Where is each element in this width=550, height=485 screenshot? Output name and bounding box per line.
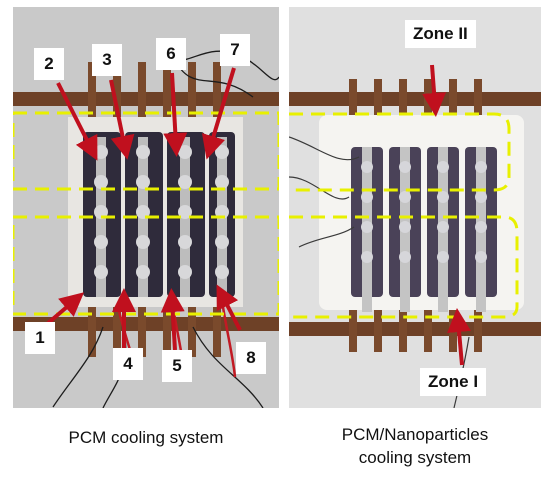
nano-photo-drawing xyxy=(289,7,541,408)
label-2: 2 xyxy=(34,48,64,80)
label-4: 4 xyxy=(113,348,143,380)
label-7: 7 xyxy=(220,34,250,66)
caption-pcm-nanoparticles: PCM/Nanoparticles cooling system xyxy=(289,423,541,469)
caption-line-2: cooling system xyxy=(358,448,472,467)
zone-1-label: Zone I xyxy=(420,368,487,396)
label-1: 1 xyxy=(25,322,55,354)
label-5: 5 xyxy=(162,350,192,382)
label-8: 8 xyxy=(236,342,266,374)
label-6: 6 xyxy=(156,38,186,70)
zone-2-label: Zone II xyxy=(405,20,476,48)
caption-line-1: PCM/Nanoparticles xyxy=(341,425,489,444)
label-3: 3 xyxy=(92,44,122,76)
pcm-nanoparticles-photo xyxy=(289,7,541,408)
caption-pcm: PCM cooling system xyxy=(68,428,224,447)
